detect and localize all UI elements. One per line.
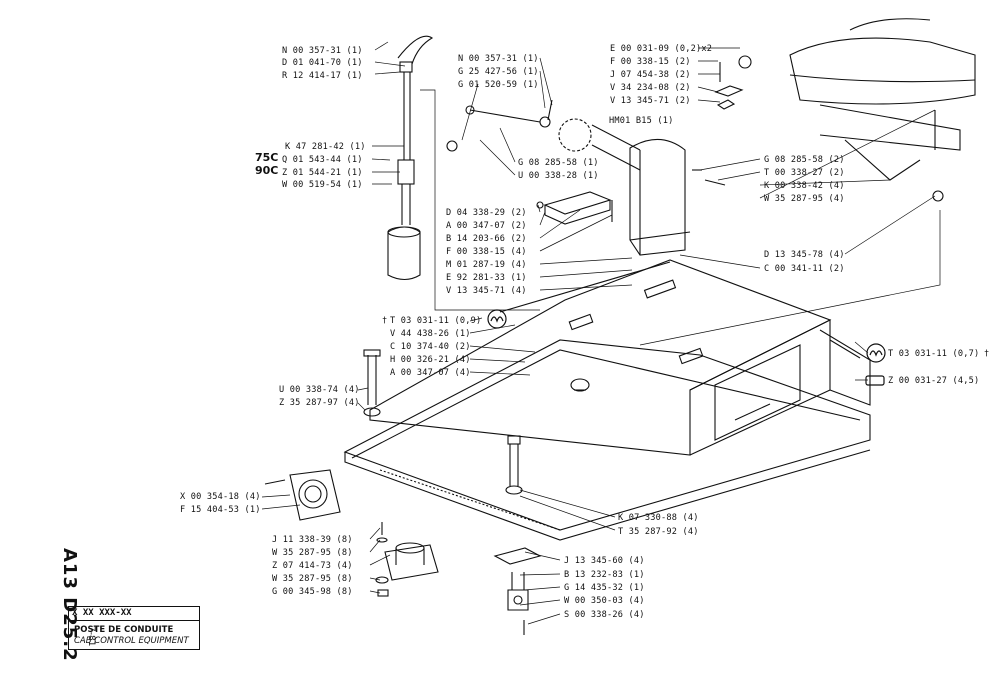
hub bbox=[558, 118, 641, 171]
pedal-valve bbox=[493, 547, 542, 635]
part-label: E 00 031-09 (0,2)x2 bbox=[610, 44, 713, 54]
part-label: W 35 287-95 (4) bbox=[764, 194, 845, 204]
part-label: B 13 232-83 (1) bbox=[564, 570, 645, 580]
part-label: J 07 454-38 (2) bbox=[610, 70, 691, 80]
part-label: T 03 031-11 (0,7) bbox=[888, 349, 980, 359]
part-label: G 14 435-32 (1) bbox=[564, 583, 645, 593]
part-label: A 00 347-07 (2) bbox=[446, 221, 527, 231]
drawing-code: X XX XXX-XX bbox=[72, 608, 132, 618]
part-label: J 11 338-39 (8) bbox=[272, 535, 353, 545]
document-number: A13 D25.2 bbox=[59, 548, 80, 662]
left-bolt bbox=[363, 349, 381, 417]
part-label: D 01 041-70 (1) bbox=[282, 58, 363, 68]
vent-fan bbox=[264, 469, 341, 521]
part-label: T 03 031-11 (0,9) bbox=[390, 316, 482, 326]
part-label: Z 00 031-27 (4,5) bbox=[888, 376, 980, 386]
part-label: K 07 330-88 (4) bbox=[618, 513, 699, 523]
dagger-mark: † bbox=[984, 349, 990, 359]
part-label: S 00 338-26 (4) bbox=[564, 610, 645, 620]
part-label: G 08 285-58 (2) bbox=[764, 155, 845, 165]
part-label: G 00 345-98 (8) bbox=[272, 587, 353, 597]
part-label: U 00 338-28 (1) bbox=[518, 171, 599, 181]
part-label: D 13 345-78 (4) bbox=[764, 250, 845, 260]
part-label: G 25 427-56 (1) bbox=[458, 67, 539, 77]
part-label: R 12 414-17 (1) bbox=[282, 71, 363, 81]
rubber-mount bbox=[375, 522, 439, 597]
part-label: V 13 345-71 (2) bbox=[610, 96, 691, 106]
part-label: E 92 281-33 (1) bbox=[446, 273, 527, 283]
part-label: U 00 338-74 (4) bbox=[279, 385, 360, 395]
variant-prefix: 90C bbox=[255, 164, 279, 177]
part-label: F 00 338-15 (2) bbox=[610, 57, 691, 67]
part-label: A 00 347-07 (4) bbox=[390, 368, 471, 378]
part-label: D 04 338-29 (2) bbox=[446, 208, 527, 218]
column-bracket bbox=[629, 138, 691, 256]
part-label: H 00 326-21 (4) bbox=[390, 355, 471, 365]
dagger-mark: † bbox=[382, 316, 388, 326]
part-label: C 00 341-11 (2) bbox=[764, 264, 845, 274]
title-divider bbox=[69, 620, 199, 621]
part-label: N 00 357-31 (1) bbox=[282, 46, 363, 56]
part-label: Z 07 414-73 (4) bbox=[272, 561, 353, 571]
part-label: B 14 203-66 (2) bbox=[446, 234, 527, 244]
part-label: M 01 287-19 (4) bbox=[446, 260, 527, 270]
title-french: POSTE DE CONDUITE bbox=[74, 625, 174, 635]
document-reference: A13 D25.2 7-81 bbox=[34, 548, 96, 662]
console-box bbox=[369, 259, 832, 456]
part-label: W 35 287-95 (8) bbox=[272, 574, 353, 584]
part-label: K 47 281-42 (1) bbox=[285, 142, 366, 152]
part-label: Z 35 287-97 (4) bbox=[279, 398, 360, 408]
callout-label: HM01 B15 (1) bbox=[609, 116, 674, 126]
part-label: G 01 520-59 (1) bbox=[458, 80, 539, 90]
part-label: J 13 345-60 (4) bbox=[564, 556, 645, 566]
part-label: V 34 234-08 (2) bbox=[610, 83, 691, 93]
center-bolt bbox=[505, 435, 523, 495]
part-label: W 35 287-95 (8) bbox=[272, 548, 353, 558]
part-label: F 15 404-53 (1) bbox=[180, 505, 261, 515]
part-label: Z 01 544-21 (1) bbox=[282, 168, 363, 178]
part-label: N 00 357-31 (1) bbox=[458, 54, 539, 64]
side-frame bbox=[819, 329, 871, 406]
linkage-rod bbox=[446, 99, 553, 152]
part-label: F 00 338-15 (4) bbox=[446, 247, 527, 257]
part-label: T 00 338-27 (2) bbox=[764, 168, 845, 178]
part-label: T 35 287-92 (4) bbox=[618, 527, 699, 537]
title-block: X XX XXX-XX POSTE DE CONDUITE CAB CONTRO… bbox=[68, 606, 200, 650]
part-label: W 00 350-03 (4) bbox=[564, 596, 645, 606]
variant-prefix: 75C bbox=[255, 151, 279, 164]
floor-plate bbox=[343, 339, 871, 541]
part-label: X 00 354-18 (4) bbox=[180, 492, 261, 502]
part-label: K 00 338-42 (4) bbox=[764, 181, 845, 191]
terminal-block bbox=[536, 191, 613, 225]
part-label: V 13 345-71 (4) bbox=[446, 286, 527, 296]
part-label: C 10 374-40 (2) bbox=[390, 342, 471, 352]
right-bolts bbox=[692, 55, 944, 202]
knob bbox=[570, 378, 590, 392]
part-label: V 44 438-26 (1) bbox=[390, 329, 471, 339]
part-label: Q 01 543-44 (1) bbox=[282, 155, 363, 165]
part-label: W 00 519-54 (1) bbox=[282, 180, 363, 190]
part-label: G 08 285-58 (1) bbox=[518, 158, 599, 168]
title-english: CAB CONTROL EQUIPMENT bbox=[74, 636, 189, 646]
document-date: 7-81 bbox=[86, 626, 96, 647]
